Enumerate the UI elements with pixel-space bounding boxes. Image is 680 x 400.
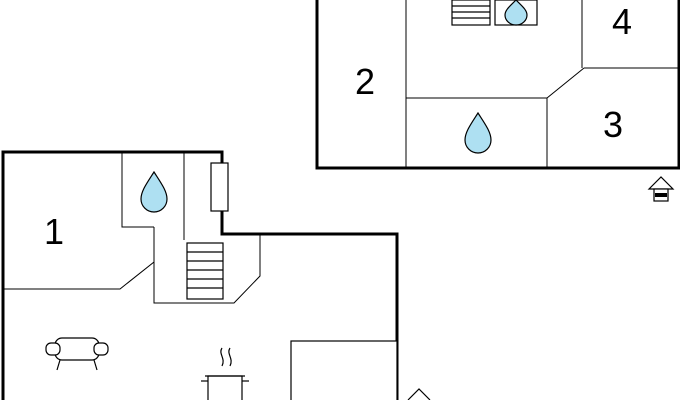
cooking-pot-icon	[201, 347, 249, 400]
entrance-icon	[647, 176, 675, 202]
upper-wall-room3-diagonal	[546, 67, 585, 99]
room-label-3: 3	[603, 104, 623, 145]
water-drop-icon	[464, 111, 492, 154]
water-drop-icon	[140, 170, 168, 213]
entrance-icon	[407, 388, 431, 400]
lower-floor: 1	[1, 150, 431, 400]
room-label-4: 4	[612, 1, 632, 42]
stairs-icon	[451, 0, 491, 26]
upper-floor-outer-wall	[315, 0, 680, 170]
room-label-2: 2	[355, 61, 375, 102]
cabinet-fixture	[210, 162, 229, 212]
water-drop-icon	[504, 0, 528, 26]
counter-fixture	[290, 340, 398, 400]
stairs-icon	[186, 242, 224, 300]
armchair-icon	[45, 337, 109, 371]
lower-wall-bath-left	[121, 152, 154, 228]
lower-wall-room1	[3, 227, 155, 290]
lower-wall-stair-enclosure	[153, 234, 261, 304]
upper-floor: 2 3 4	[315, 0, 680, 202]
room-label-1: 1	[44, 211, 64, 252]
